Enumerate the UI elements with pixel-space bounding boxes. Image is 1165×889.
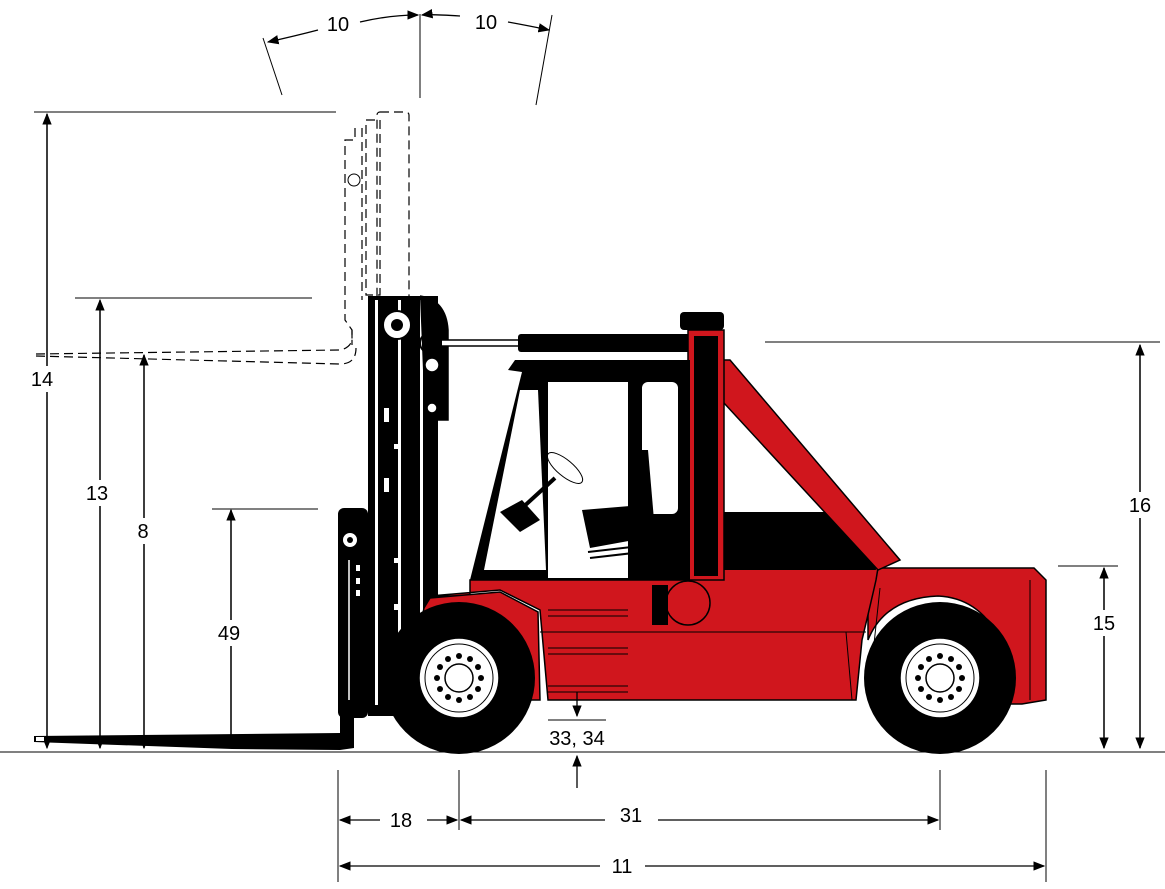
truck-body	[418, 312, 1047, 705]
max-height-label: 14	[31, 369, 53, 391]
tilt-dimension: 10 10	[262, 9, 553, 106]
fork-carriage	[338, 508, 368, 718]
forks	[34, 714, 354, 750]
backrest-height-label: 49	[218, 623, 240, 645]
seat-height-label: 15	[1093, 613, 1115, 635]
lift-height-label: 8	[137, 521, 148, 543]
operator-cab	[470, 360, 690, 580]
height-dimensions: 14 13 8 49	[28, 111, 336, 750]
front-wheel	[383, 602, 535, 754]
ground-clearance-label: 33, 34	[549, 728, 605, 750]
wheelbase-label: 31	[620, 805, 642, 827]
tilt-forward-label: 10	[475, 12, 497, 34]
tilt-cylinder	[430, 334, 690, 352]
ground-clearance-dimension: 33, 34	[548, 692, 606, 788]
right-height-dimensions: 16 15	[765, 341, 1160, 750]
length-dimensions: 18 31 11	[337, 770, 1047, 882]
cab-height-label: 16	[1129, 495, 1151, 517]
rear-wheel	[864, 602, 1016, 754]
free-lift-label: 13	[86, 483, 108, 505]
raised-mast-ghost	[35, 111, 410, 365]
front-overhang-label: 18	[390, 810, 412, 832]
overall-length-label: 11	[612, 856, 633, 878]
tilt-back-label: 10	[327, 14, 349, 36]
